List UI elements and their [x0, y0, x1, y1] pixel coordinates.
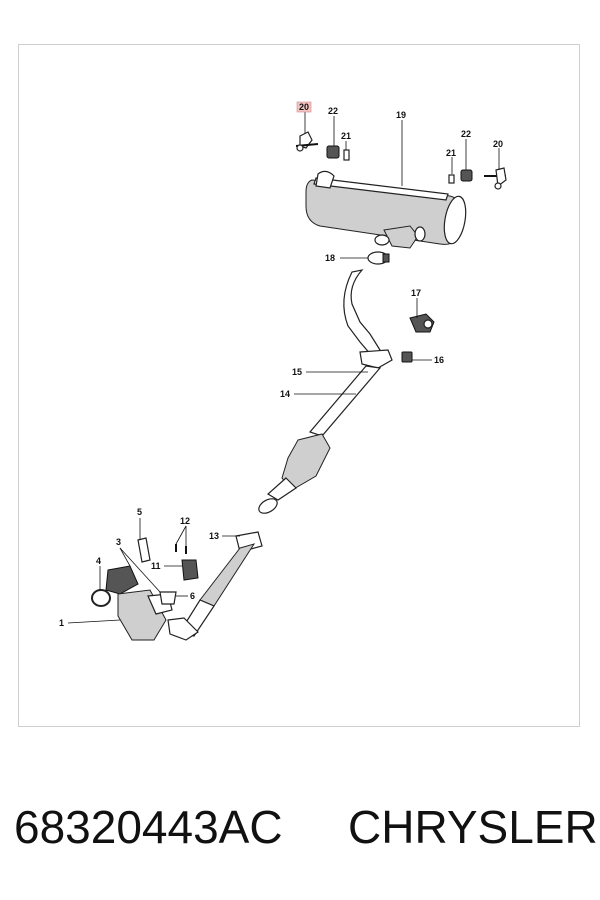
isolator-22-right — [460, 169, 473, 182]
callout-15[interactable]: 15 — [292, 367, 302, 377]
bolts-12 — [175, 544, 187, 554]
callout-13[interactable]: 13 — [209, 531, 219, 541]
resonator-pipe — [258, 269, 393, 514]
callout-6[interactable]: 6 — [190, 591, 195, 601]
callout-21-right[interactable]: 21 — [446, 148, 456, 158]
callout-3[interactable]: 3 — [116, 537, 121, 547]
highlight-box-20 — [296, 101, 312, 113]
callout-17[interactable]: 17 — [411, 288, 421, 298]
hanger-20-right — [484, 167, 507, 190]
callout-21-left[interactable]: 21 — [341, 131, 351, 141]
callout-14[interactable]: 14 — [280, 389, 290, 399]
callout-11[interactable]: 11 — [151, 561, 161, 571]
gasket-4 — [91, 589, 111, 607]
callout-20-left[interactable]: 20 — [299, 102, 309, 112]
callout-22-right[interactable]: 22 — [461, 129, 471, 139]
callout-18[interactable]: 18 — [325, 253, 335, 263]
bracket-5 — [137, 537, 151, 563]
callout-12[interactable]: 12 — [180, 516, 190, 526]
bracket-11 — [181, 559, 199, 581]
catalytic-converter — [105, 565, 173, 641]
clip-21-right — [448, 174, 455, 184]
muffler — [305, 170, 467, 249]
clip-21-left — [343, 149, 350, 161]
nut-16 — [401, 351, 413, 363]
callout-1[interactable]: 1 — [59, 618, 64, 628]
hanger-20-left — [295, 131, 319, 152]
footer: 68320443AC CHRYSLER — [0, 800, 600, 860]
flange-6 — [159, 591, 177, 605]
isolator-22-left — [326, 145, 340, 159]
front-pipe — [167, 531, 263, 641]
callout-16[interactable]: 16 — [434, 355, 444, 365]
clamp-18 — [367, 251, 390, 265]
callout-20-right[interactable]: 20 — [493, 139, 503, 149]
isolator-17 — [409, 313, 435, 333]
leader-lines — [67, 112, 500, 624]
diagram-frame — [18, 44, 580, 727]
callout-19[interactable]: 19 — [396, 110, 406, 120]
callout-labels: 20 22 21 19 22 21 20 18 17 16 15 14 13 1… — [59, 101, 503, 628]
callout-5[interactable]: 5 — [137, 507, 142, 517]
brand-name: CHRYSLER — [348, 801, 598, 853]
callout-22-left[interactable]: 22 — [328, 106, 338, 116]
callout-4[interactable]: 4 — [96, 556, 101, 566]
part-number: 68320443AC — [14, 801, 283, 853]
